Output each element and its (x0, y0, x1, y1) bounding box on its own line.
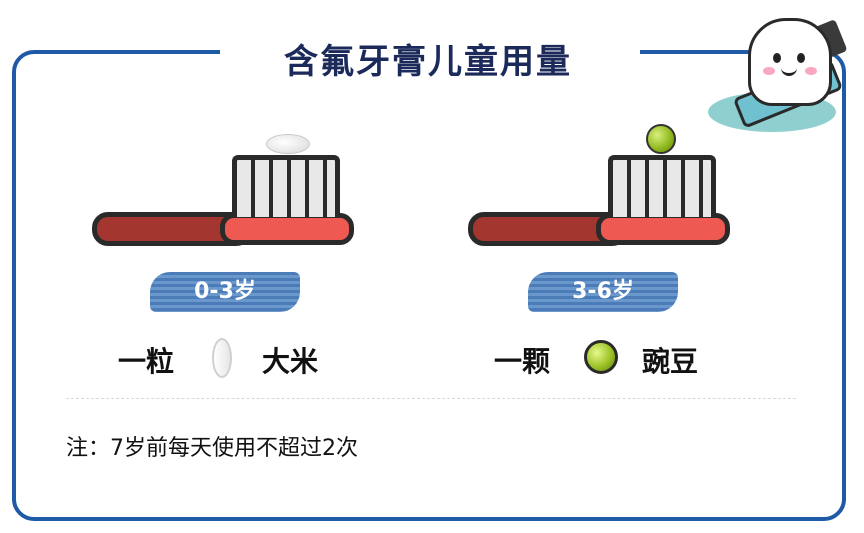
divider (66, 398, 796, 399)
rice-grain-icon (212, 338, 232, 378)
pea-dab-icon (646, 124, 676, 154)
brush-bristles (608, 155, 716, 217)
mascot-smile (781, 65, 797, 76)
title-gap (220, 40, 640, 64)
brush-bristles (232, 155, 340, 217)
mascot-blush-left (763, 67, 775, 75)
pea-icon (584, 340, 618, 374)
rice-dab-icon (266, 134, 310, 154)
page-title: 含氟牙膏儿童用量 (284, 42, 572, 82)
amount-prefix-right: 一颗 (494, 345, 551, 378)
usage-note: 注：7岁前每天使用不超过2次 (66, 436, 358, 461)
mascot-eye-left (773, 53, 781, 63)
brush-head-base (220, 213, 354, 245)
mascot-blush-right (805, 67, 817, 75)
brush-head-base (596, 213, 730, 245)
age-badge-right: 3-6岁 (528, 272, 678, 312)
tooth-mascot-icon (748, 18, 832, 106)
amount-item-left: 大米 (262, 345, 319, 378)
mascot-eye-right (797, 53, 805, 63)
age-badge-left: 0-3岁 (150, 272, 300, 312)
amount-prefix-left: 一粒 (118, 345, 175, 378)
amount-item-right: 豌豆 (642, 345, 699, 378)
